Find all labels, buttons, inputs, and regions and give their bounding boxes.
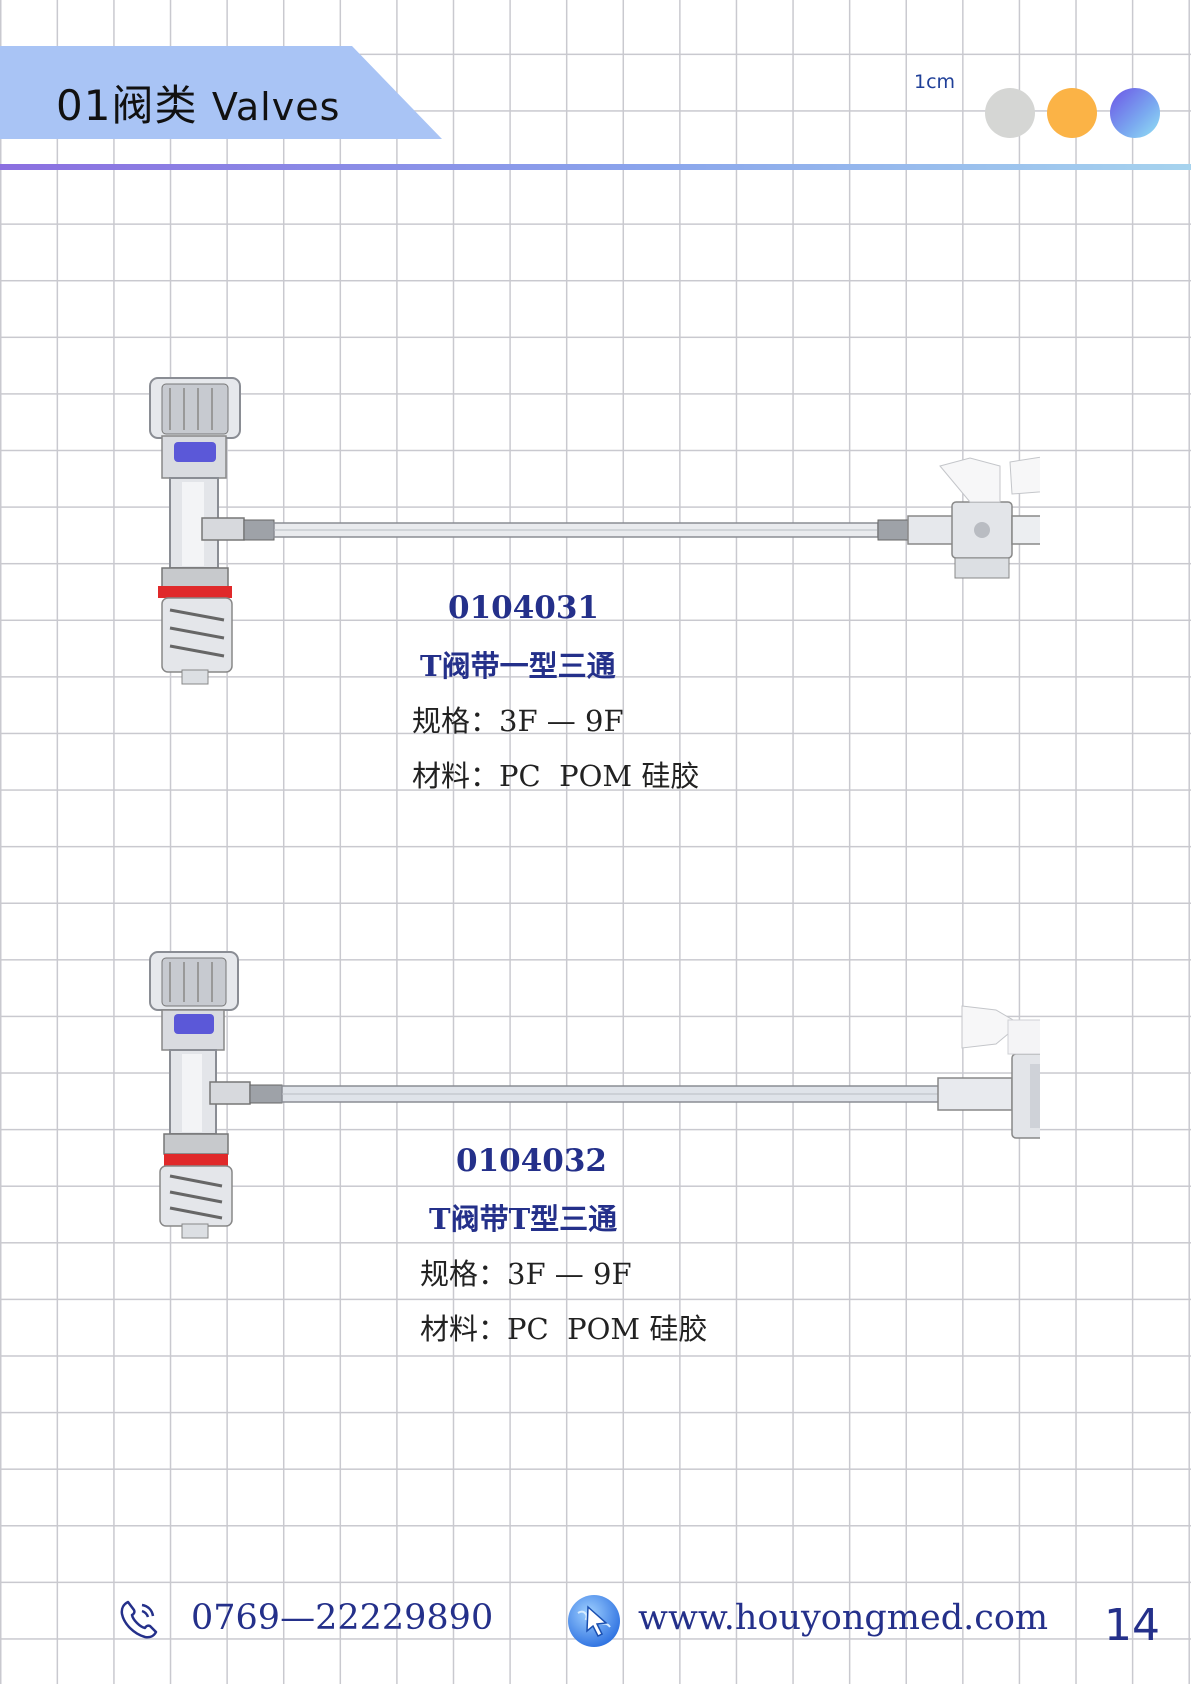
page-number: 14 [1104,1600,1160,1651]
decor-dot-gray [985,88,1035,138]
phone-icon [120,1600,158,1639]
decor-dot-orange [1047,88,1097,138]
product-illustration-0104032 [149,951,1040,1239]
header-divider [0,164,1191,170]
product-name: T阀带一型三通 [420,649,616,683]
page-title: 01阀类 Valves [56,72,340,133]
section-title-cn: 阀类 [111,81,198,130]
website-link[interactable]: www.houyongmed.com [638,1598,1049,1638]
product-spec: 规格：3F — 9F [412,704,624,738]
product-material: 材料：PC POM 硅胶 [412,759,700,793]
product-illustration-0104031 [149,377,1040,685]
scale-label: 1cm [914,71,956,93]
product-spec: 规格：3F — 9F [420,1257,632,1291]
product-name: T阀带T型三通 [429,1202,618,1236]
section-title-en: Valves [211,85,341,129]
section-number: 01 [56,81,112,130]
phone-number: 0769—22229890 [191,1598,494,1638]
globe-cursor-icon [568,1595,620,1647]
product-code: 0104031 [448,590,599,626]
product-material: 材料：PC POM 硅胶 [420,1312,708,1346]
product-code: 0104032 [456,1143,607,1179]
decor-dot-purple [1110,88,1160,138]
